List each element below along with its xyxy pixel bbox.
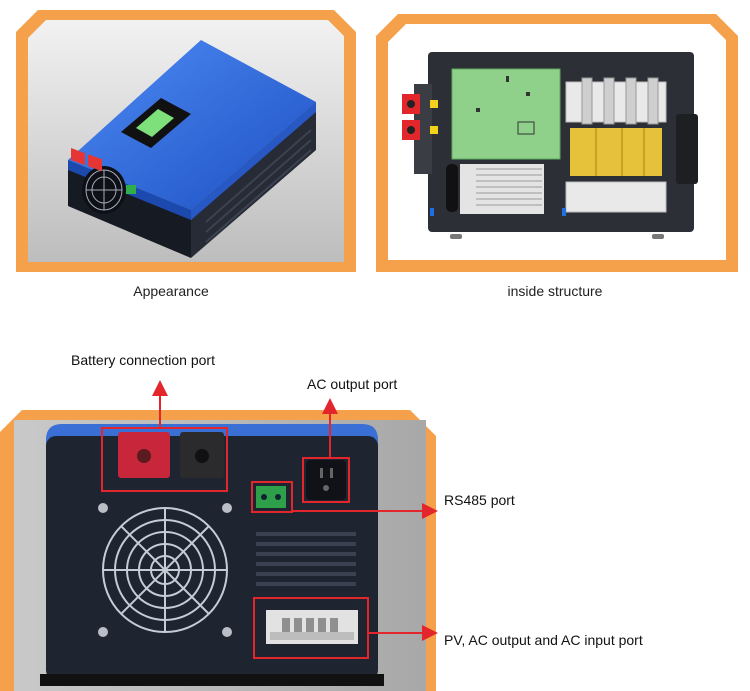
front-panel-image: [0, 410, 436, 691]
battery-port-label: Battery connection port: [71, 352, 215, 368]
transformer: [570, 128, 662, 176]
blue-cover: [68, 40, 316, 210]
battery-terminal-red: [71, 148, 85, 166]
inside-structure-image: [376, 14, 738, 272]
control-pcb: [451, 68, 561, 160]
inside-structure-figure: [376, 14, 738, 272]
rs485-connector: [256, 486, 286, 508]
ac-output-port-label: AC output port: [307, 376, 398, 392]
fan-icon: [82, 166, 126, 214]
rs485-port-label: RS485 port: [444, 492, 515, 508]
front-panel-figure: [0, 410, 436, 691]
appearance-caption: Appearance: [133, 283, 209, 299]
fan-icon: [92, 502, 238, 637]
appearance-figure: [16, 10, 356, 272]
appearance-image: [16, 10, 356, 272]
terminal-port-label: PV, AC output and AC input port: [444, 632, 643, 648]
ac-output-socket: [306, 460, 346, 500]
heatsink: [460, 164, 544, 214]
inside-structure-caption: inside structure: [507, 283, 603, 299]
